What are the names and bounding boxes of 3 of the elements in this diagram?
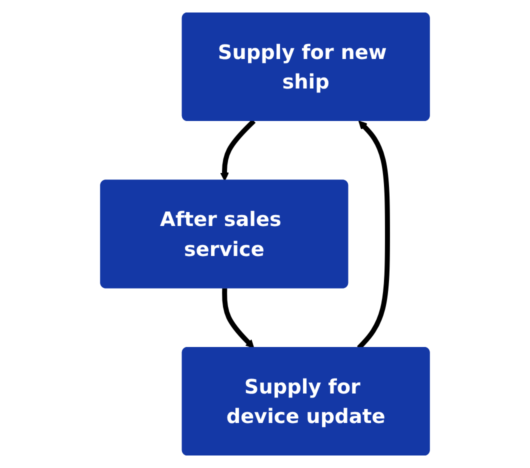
arrow (357, 120, 390, 350)
arrow (220, 119, 256, 182)
arrow (222, 288, 254, 348)
